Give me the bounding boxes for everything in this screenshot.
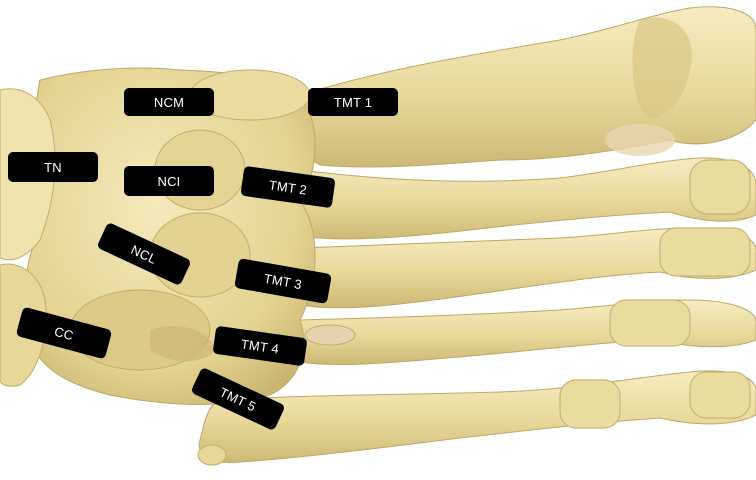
label-ncm: NCM (124, 88, 214, 116)
metatarsal-4 (300, 300, 756, 364)
label-nci: NCI (124, 166, 214, 196)
label-tmt-1: TMT 1 (308, 88, 398, 116)
metatarsal-3 (300, 228, 756, 308)
label-tn: TN (8, 152, 98, 182)
metatarsal-1 (290, 7, 756, 167)
metatarsal-2 (300, 158, 756, 239)
styloid-process (198, 445, 226, 465)
